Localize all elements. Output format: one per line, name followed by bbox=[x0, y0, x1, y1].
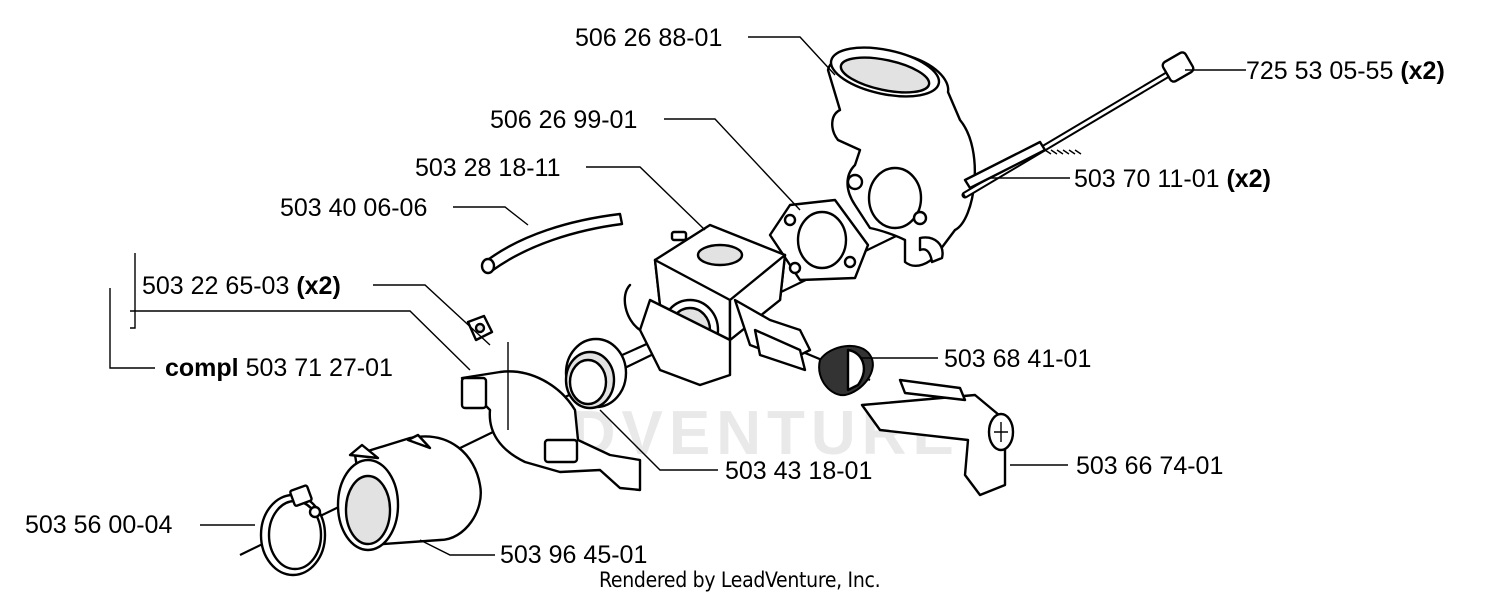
label-part-503-66-74-01[interactable]: 503 66 74-01 bbox=[1076, 452, 1223, 480]
quantity: (x2) bbox=[1400, 57, 1445, 85]
label-part-503-43-18-01[interactable]: 503 43 18-01 bbox=[725, 457, 872, 485]
label-part-506-26-88-01[interactable]: 506 26 88-01 bbox=[575, 24, 722, 52]
render-credit: Rendered by LeadVenture, Inc. bbox=[599, 568, 881, 592]
part-number: 503 40 06-06 bbox=[280, 194, 428, 222]
part-number: 503 71 27-01 bbox=[245, 354, 393, 382]
knob-part bbox=[818, 344, 874, 397]
label-part-503-56-00-04[interactable]: 503 56 00-04 bbox=[25, 511, 172, 539]
label-part-503-68-41-01[interactable]: 503 68 41-01 bbox=[944, 345, 1091, 373]
label-part-725-53-05-55[interactable]: 725 53 05-55 (x2) bbox=[1246, 57, 1445, 85]
quantity: (x2) bbox=[296, 272, 341, 300]
part-number: 503 56 00-04 bbox=[25, 511, 173, 539]
label-part-503-71-27-01[interactable]: compl 503 71 27-01 bbox=[165, 354, 393, 382]
quantity: (x2) bbox=[1226, 165, 1271, 193]
part-number: 503 43 18-01 bbox=[725, 457, 873, 485]
intake-elbow-part bbox=[826, 46, 977, 267]
fuel-hose-part bbox=[480, 212, 624, 275]
part-number: 725 53 05-55 bbox=[1246, 57, 1394, 85]
leader-lines bbox=[109, 36, 1246, 556]
clamp-bracket-part bbox=[460, 342, 642, 492]
part-number: 503 66 74-01 bbox=[1076, 452, 1224, 480]
kit-prefix: compl bbox=[165, 354, 239, 382]
pin-part bbox=[963, 140, 1047, 190]
nut-part bbox=[466, 314, 494, 342]
label-part-503-70-11-01[interactable]: 503 70 11-01 (x2) bbox=[1074, 165, 1271, 193]
label-part-503-22-65-03[interactable]: 503 22 65-03 (x2) bbox=[142, 272, 341, 300]
long-screw-part bbox=[961, 51, 1195, 199]
part-number: 503 22 65-03 bbox=[142, 272, 290, 300]
seal-ring-part bbox=[564, 337, 628, 410]
part-number: 506 26 99-01 bbox=[490, 106, 638, 134]
carburettor-part bbox=[623, 223, 812, 387]
part-number: 503 68 41-01 bbox=[944, 345, 1092, 373]
intake-boot-part bbox=[336, 433, 482, 552]
part-number: 503 70 11-01 bbox=[1074, 165, 1220, 193]
label-part-506-26-99-01[interactable]: 506 26 99-01 bbox=[490, 106, 637, 134]
choke-rod-part bbox=[860, 378, 1015, 497]
hose-clamp-part bbox=[259, 484, 327, 577]
label-part-503-40-06-06[interactable]: 503 40 06-06 bbox=[280, 194, 427, 222]
part-number: 506 26 88-01 bbox=[575, 24, 723, 52]
label-part-503-96-45-01[interactable]: 503 96 45-01 bbox=[500, 541, 647, 569]
part-number: 503 28 18-11 bbox=[415, 154, 561, 182]
part-number: 503 96 45-01 bbox=[500, 541, 648, 569]
label-part-503-28-18-11[interactable]: 503 28 18-11 bbox=[415, 154, 561, 182]
gasket-part bbox=[768, 198, 870, 282]
